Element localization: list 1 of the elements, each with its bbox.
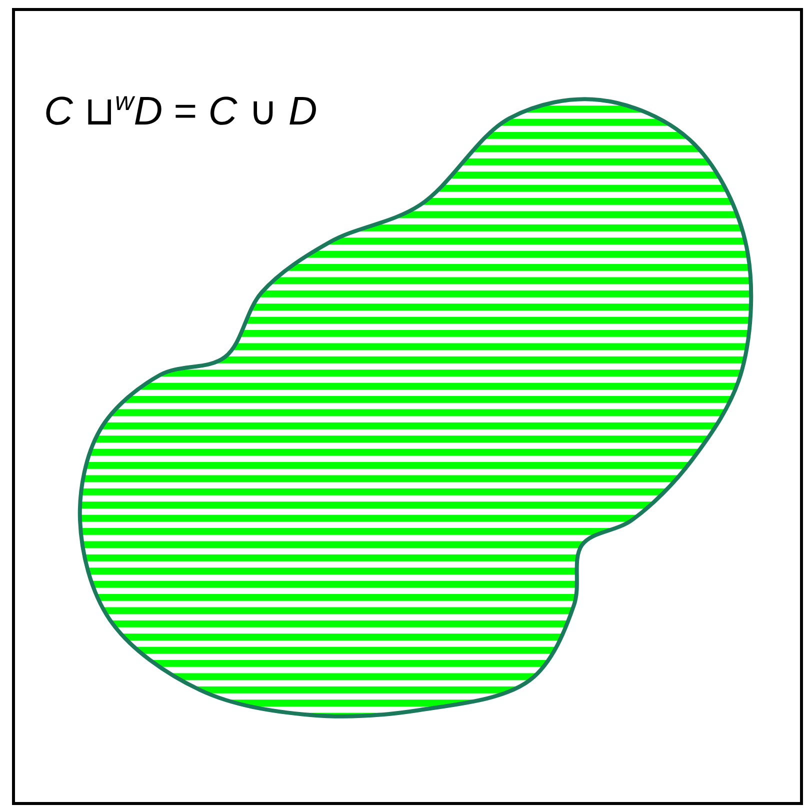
formula-label: C ⊔$^{w}$D = C ∪ D <box>44 86 318 134</box>
